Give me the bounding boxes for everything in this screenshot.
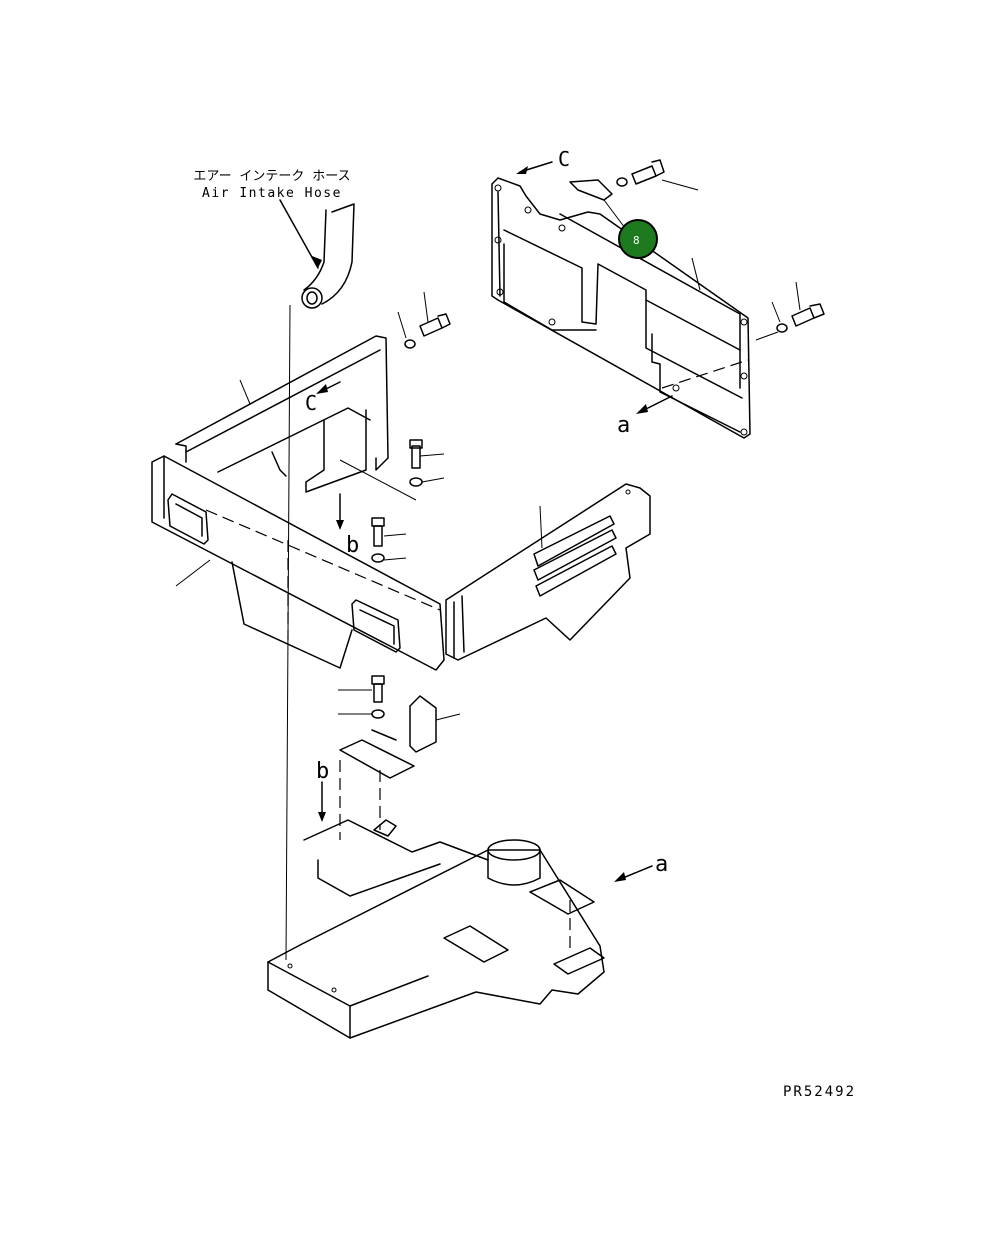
right-side-cover [445,483,651,661]
ref-label-a-bottom: a [655,852,668,877]
rear-cover-panel [491,159,825,439]
drawing-number: PR52492 [783,1084,856,1100]
ref-label-a-right: a [617,413,630,438]
ref-label-b-mid: b [346,533,359,558]
ref-label-b-low: b [316,759,329,784]
part-callout-8[interactable]: 8 [618,219,658,259]
part-callout-number: 8 [633,234,640,247]
left-frame-assembly [175,291,451,530]
hose-label-english: Air Intake Hose [202,186,342,201]
mounting-bracket [338,675,461,779]
ref-label-c-left: C [305,391,317,415]
ref-label-c-top: C [558,147,570,171]
base-frame [267,760,653,1039]
air-intake-hose [279,199,355,961]
hose-label-japanese: エアー インテーク ホース [193,169,350,184]
front-hood-section [151,455,445,671]
